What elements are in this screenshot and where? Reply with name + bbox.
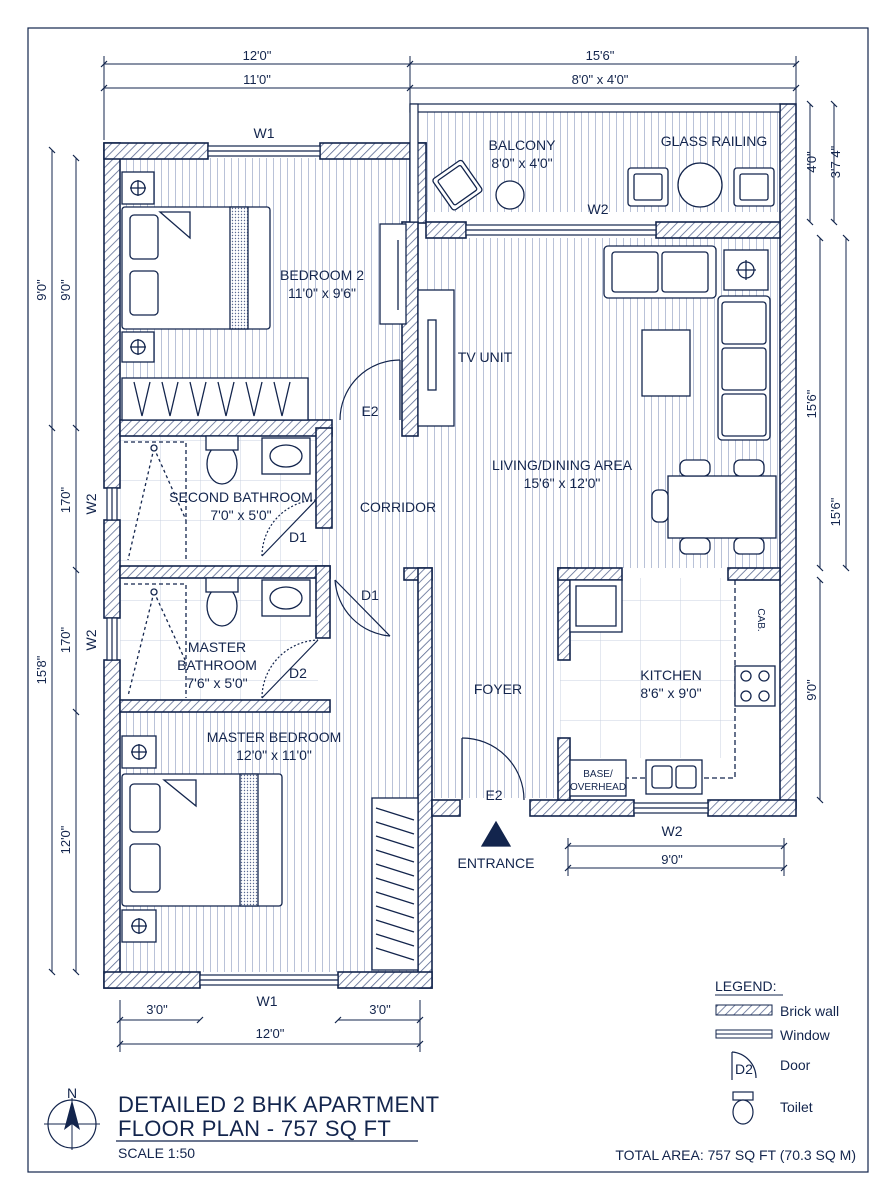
dim-left-9b: 9'0" <box>58 279 73 301</box>
room-labels: BALCONY 8'0" x 4'0" GLASS RAILING BEDROO… <box>169 133 767 871</box>
title-line-1: DETAILED 2 BHK APARTMENT <box>118 1092 439 1117</box>
north-label: N <box>67 1085 77 1101</box>
tag-d1-second-bath: D1 <box>289 529 307 545</box>
tag-w2-master-bath: W2 <box>83 629 99 650</box>
legend-door-label: Door <box>780 1057 811 1073</box>
tag-w2-kitchen: W2 <box>662 823 683 839</box>
kitchen-size: 8'6" x 9'0" <box>640 685 701 701</box>
master-bath-name1: MASTER <box>188 639 246 655</box>
legend-window-label: Window <box>780 1027 831 1043</box>
kitchen-name: KITCHEN <box>640 667 701 683</box>
dim-bottom-120: 12'0" <box>256 1026 285 1041</box>
legend-toilet-icon <box>732 1091 754 1125</box>
master-bath-size: 7'6" x 5'0" <box>186 675 247 691</box>
dim-top-left-overall: 12'0" <box>243 48 272 63</box>
dim-right-374: 3'7 4" <box>828 145 843 178</box>
entrance-label: ENTRANCE <box>457 855 534 871</box>
base-overhead-2: OVERHEAD <box>570 782 626 793</box>
living-name: LIVING/DINING AREA <box>492 457 633 473</box>
title-line-2: FLOOR PLAN - 757 SQ FT <box>118 1116 391 1141</box>
master-bed-name: MASTER BEDROOM <box>207 729 342 745</box>
bedroom2-size: 11'0" x 9'6" <box>288 285 356 301</box>
master-bath-name2: BATHROOM <box>177 657 257 673</box>
dimension-lines <box>48 56 850 1052</box>
sheet-border <box>27 27 869 1173</box>
dim-right-156b: 15'6" <box>828 497 843 526</box>
foyer-label: FOYER <box>474 681 522 697</box>
balcony-name: BALCONY <box>489 137 557 153</box>
legend-brick-swatch <box>715 1004 773 1016</box>
dim-left-9a: 9'0" <box>34 279 49 301</box>
dim-right-156a: 15'6" <box>804 389 819 418</box>
legend-door-icon <box>731 1051 757 1080</box>
dim-top-left-inner: 11'0" <box>243 72 271 87</box>
dimension-labels: 12'0" 11'0" 15'6" 8'0" x 4'0" 9'0" 9'0" … <box>34 48 843 1041</box>
dim-kitchen-90: 9'0" <box>661 852 683 867</box>
tag-labels: W1 W1 W2 W2 W2 W2 E2 E2 D1 D1 D2 <box>83 125 683 1009</box>
bedroom2-name: BEDROOM 2 <box>280 267 364 283</box>
glass-railing-label: GLASS RAILING <box>661 133 768 149</box>
furniture <box>121 159 777 971</box>
second-bath-name: SECOND BATHROOM <box>169 489 313 505</box>
dim-bottom-30a: 3'0" <box>146 1002 168 1017</box>
dim-left-170a: 170" <box>58 486 73 513</box>
legend: LEGEND: Brick wall Window D2 Door Toilet <box>715 978 839 1125</box>
tag-w1-bottom: W1 <box>257 993 278 1009</box>
master-bed-size: 12'0" x 11'0" <box>236 747 312 763</box>
tag-d2-master-bath: D2 <box>289 665 307 681</box>
legend-brick-label: Brick wall <box>780 1003 839 1019</box>
windows <box>106 103 781 986</box>
total-area-label: TOTAL AREA: 757 SQ FT (70.3 SQ M) <box>615 1147 856 1163</box>
scale-label: SCALE 1:50 <box>118 1145 195 1161</box>
tag-e2-entrance: E2 <box>485 787 502 803</box>
legend-door-tag: D2 <box>735 1061 753 1077</box>
north-arrow-icon <box>44 1098 100 1150</box>
tag-w2-second-bath: W2 <box>83 493 99 514</box>
base-overhead-1: BASE/ <box>583 769 613 780</box>
tag-e2-bedroom2: E2 <box>361 403 378 419</box>
dim-right-90: 9'0" <box>804 679 819 701</box>
corridor-label: CORRIDOR <box>360 499 436 515</box>
title-block: N DETAILED 2 BHK APARTMENT FLOOR PLAN - … <box>44 1085 856 1163</box>
dim-top-right-overall: 15'6" <box>586 48 615 63</box>
living-size: 15'6" x 12'0" <box>524 475 601 491</box>
dim-top-right-inner: 8'0" x 4'0" <box>572 72 629 87</box>
second-bath-size: 7'0" x 5'0" <box>210 507 271 523</box>
doors <box>261 359 525 801</box>
tag-w1-top: W1 <box>254 125 275 141</box>
dim-left-120: 12'0" <box>58 825 73 854</box>
tag-d1-corridor: D1 <box>361 587 379 603</box>
dim-bottom-30b: 3'0" <box>369 1002 391 1017</box>
tag-w2-balcony: W2 <box>588 201 609 217</box>
dim-left-170b: 170" <box>58 626 73 653</box>
legend-toilet-label: Toilet <box>780 1099 813 1115</box>
legend-title: LEGEND: <box>715 978 776 994</box>
dim-right-40: 4'0" <box>804 151 819 173</box>
dim-left-158: 15'8" <box>34 655 49 684</box>
tv-unit-label: TV UNIT <box>458 349 513 365</box>
cab-label: CAB. <box>755 608 766 631</box>
balcony-size: 8'0" x 4'0" <box>491 155 552 171</box>
